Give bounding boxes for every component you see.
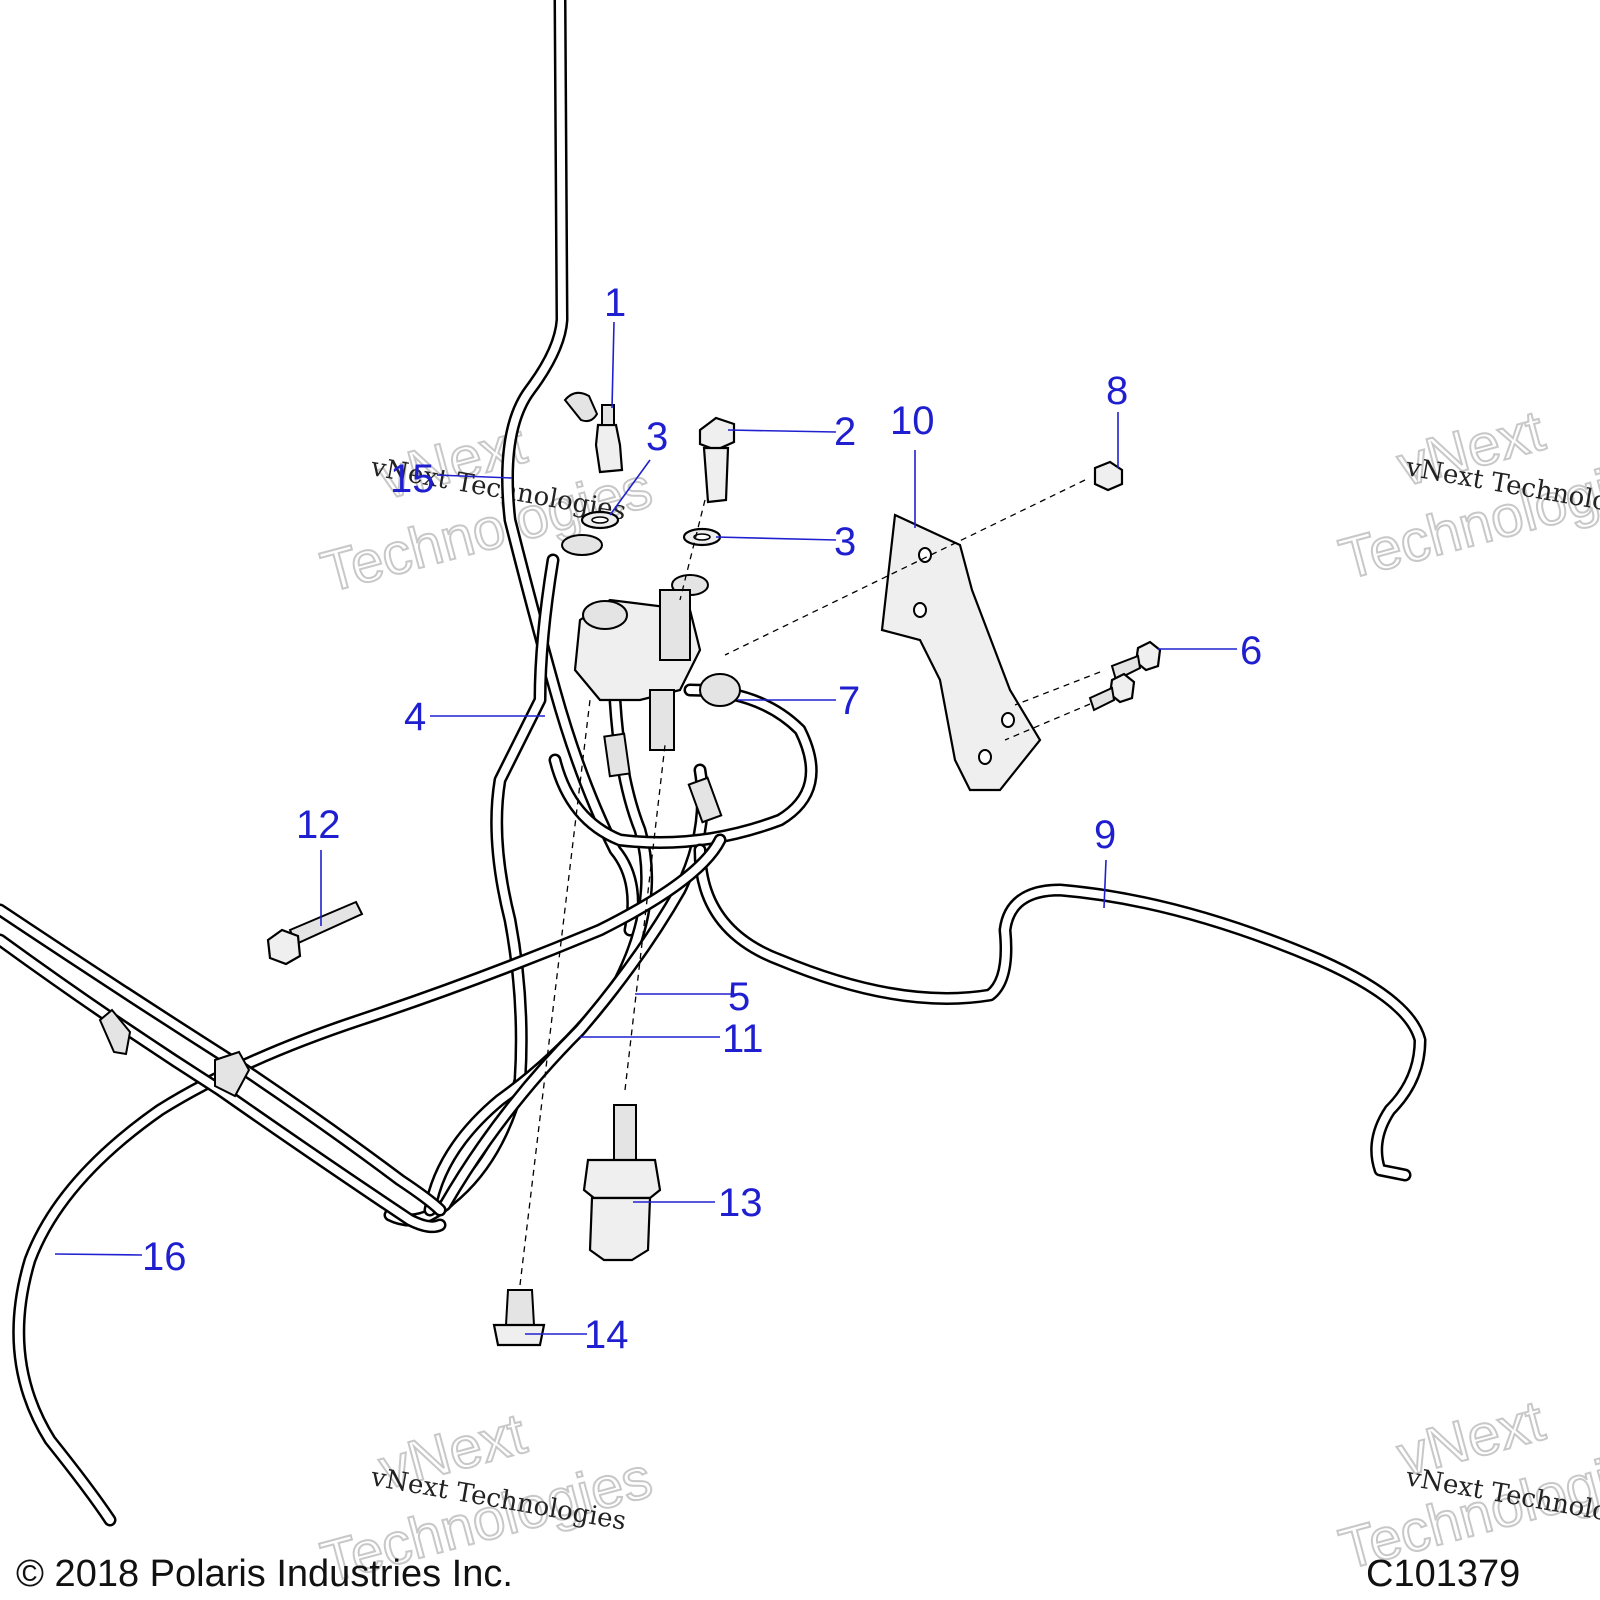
sleeve-2 — [687, 776, 723, 824]
callout-6: 6 — [1240, 629, 1262, 673]
callout-7: 7 — [838, 679, 860, 723]
callout-4: 4 — [404, 695, 426, 739]
part-6-bolts — [1088, 640, 1162, 712]
callout-15: 15 — [390, 457, 435, 501]
part-13-pressure-switch — [582, 1104, 662, 1262]
junction-port-right — [699, 673, 741, 707]
part-14-bolt — [492, 1289, 546, 1347]
switch-stem — [613, 1104, 637, 1161]
part-8-nut — [1093, 460, 1124, 492]
callout-9: 9 — [1094, 813, 1116, 857]
junction-port-upper-left — [561, 534, 603, 556]
callout-13: 13 — [718, 1181, 763, 1225]
switch-hex — [582, 1158, 662, 1200]
bolt-14-shank — [504, 1289, 536, 1326]
part-2-banjo-bolt — [698, 416, 736, 504]
callout-3-lower: 3 — [834, 520, 856, 564]
part-10-bracket — [880, 513, 1042, 792]
junction-block — [561, 534, 741, 751]
callout-10: 10 — [890, 399, 935, 443]
bleeder-tip — [601, 404, 615, 426]
part-3-washers — [580, 510, 722, 547]
sleeve-1 — [603, 732, 631, 778]
junction-port-left — [582, 600, 628, 630]
banjo-bolt-head — [698, 416, 736, 452]
bracket-hole-4 — [978, 749, 992, 765]
bracket-plate — [880, 513, 1042, 792]
junction-fitting-upper — [659, 589, 691, 661]
bleeder-cap — [563, 391, 599, 423]
callout-11: 11 — [722, 1017, 764, 1061]
junction-fitting-lower — [649, 689, 675, 751]
bolt-12-head — [266, 928, 302, 966]
callout-14: 14 — [584, 1313, 629, 1357]
line-sleeves — [603, 732, 723, 824]
bracket-hole-3 — [1001, 712, 1015, 728]
callout-1: 1 — [604, 281, 626, 325]
callout-5: 5 — [728, 975, 750, 1019]
callout-16: 16 — [142, 1235, 187, 1279]
line-clips — [98, 1008, 251, 1098]
brake-line-9 — [693, 843, 1427, 1182]
callouts: 1 2 3 3 4 5 6 7 8 9 10 11 12 13 14 15 16 — [142, 281, 1262, 1357]
copyright-text: © 2018 Polaris Industries Inc. — [16, 1553, 513, 1595]
diagram-code: C101379 — [1366, 1553, 1520, 1595]
clip-left — [98, 1008, 132, 1056]
callout-2: 2 — [834, 410, 856, 454]
callout-12: 12 — [296, 803, 341, 847]
callout-3-upper: 3 — [646, 415, 668, 459]
bracket-hole-2 — [913, 602, 927, 618]
assembly-lines — [519, 479, 1101, 1286]
bolt-lower-shank — [1088, 686, 1116, 712]
callout-8: 8 — [1106, 369, 1128, 413]
brake-lines — [0, 0, 1427, 1527]
leader-lines — [54, 321, 1237, 1335]
bolt-12-shank — [288, 900, 364, 946]
part-12-bolt — [266, 900, 364, 966]
bolt-14-flange — [492, 1323, 546, 1347]
switch-body — [588, 1196, 652, 1262]
bracket-hole-1 — [918, 547, 932, 563]
banjo-bolt-shank — [702, 446, 730, 504]
part-1-bleeder — [563, 391, 624, 474]
bleeder-body — [594, 423, 624, 474]
clip-middle — [214, 1050, 251, 1098]
